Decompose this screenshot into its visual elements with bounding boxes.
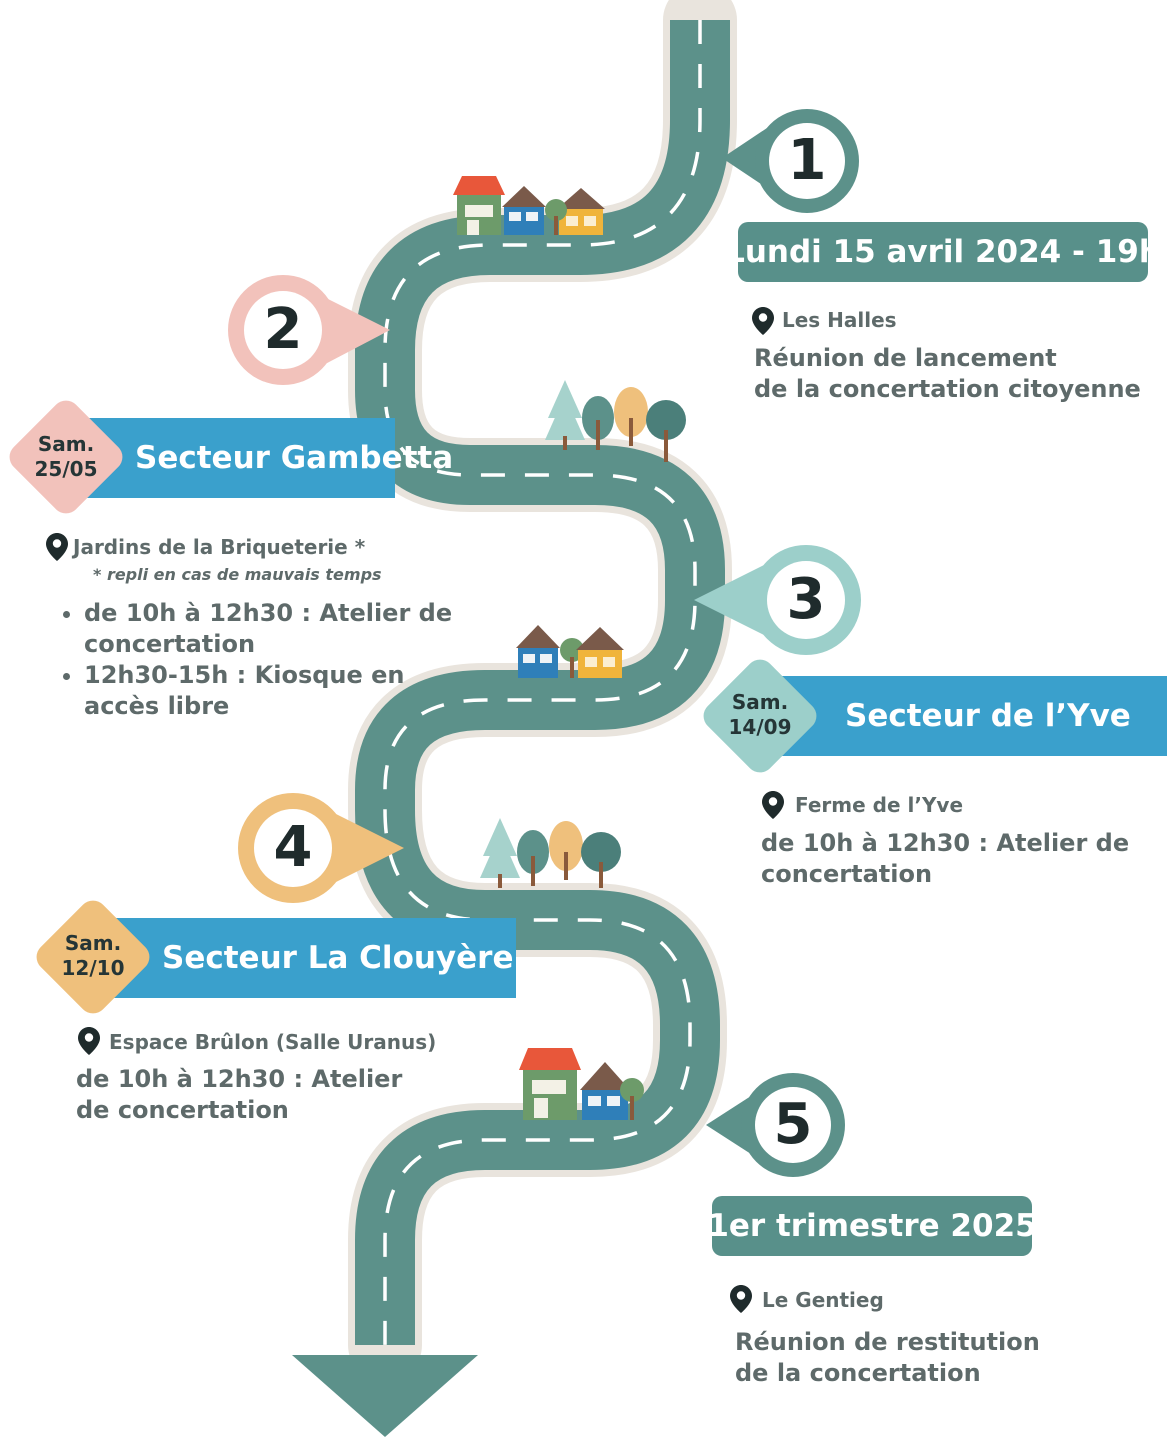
step-4-location: Espace Brûlon (Salle Uranus) <box>109 1030 437 1054</box>
marker-4-shape <box>238 793 404 903</box>
bullet-item: de 10h à 12h30 : Atelier de concertation <box>84 598 464 660</box>
step-4-banner: Secteur La Clouyère <box>112 918 516 998</box>
step-2-banner: Secteur Gambetta <box>85 418 453 498</box>
marker-2-shape <box>228 275 390 385</box>
location-pin-icon <box>762 791 784 819</box>
houses-icon <box>516 625 624 678</box>
bullet-item: 12h30-15h : Kiosque en accès libre <box>84 660 464 722</box>
houses-icon <box>519 1048 644 1120</box>
step-4-date: Sam. 12/10 <box>61 931 125 980</box>
step-3-number: 3 <box>786 567 826 632</box>
location-pin-icon <box>730 1285 752 1313</box>
step-5-description: Réunion de restitution de la concertatio… <box>735 1328 1040 1387</box>
step-3-description: de 10h à 12h30 : Atelier de concertation <box>761 829 1130 888</box>
location-pin-icon <box>78 1027 100 1055</box>
step-2-bullets: de 10h à 12h30 : Atelier de concertation… <box>50 598 464 722</box>
step-5-location: Le Gentieg <box>762 1288 884 1312</box>
step-1-description: Réunion de lancement de la concertation … <box>754 344 1141 403</box>
step-2-location: Jardins de la Briqueterie * <box>73 535 366 559</box>
location-pin-icon <box>752 307 774 335</box>
step-1-number: 1 <box>787 128 827 193</box>
step-2-date: Sam. 25/05 <box>34 432 98 481</box>
step-2-note: * repli en cas de mauvais temps <box>93 565 382 584</box>
trees-icon <box>545 380 686 462</box>
houses-icon <box>453 176 605 235</box>
step-1-location: Les Halles <box>782 308 897 332</box>
step-3-date: Sam. 14/09 <box>728 690 792 739</box>
marker-5-shape <box>706 1073 845 1177</box>
step-5-banner: 1er trimestre 2025 <box>707 1196 1037 1256</box>
step-3-banner: Secteur de l’Yve <box>762 676 1167 756</box>
trees-icon <box>480 818 621 888</box>
location-pin-icon <box>46 533 68 561</box>
step-5-number: 5 <box>773 1092 813 1157</box>
marker-1-shape <box>722 109 859 213</box>
step-4-number: 4 <box>273 815 313 880</box>
step-1-banner: Lundi 15 avril 2024 - 19h <box>725 222 1161 282</box>
arrow-down-icon <box>292 1355 478 1437</box>
marker-3-shape <box>694 545 861 655</box>
step-4-description: de 10h à 12h30 : Atelier de concertation <box>76 1065 403 1124</box>
step-2-number: 2 <box>263 297 303 362</box>
step-3-location: Ferme de l’Yve <box>795 793 964 817</box>
